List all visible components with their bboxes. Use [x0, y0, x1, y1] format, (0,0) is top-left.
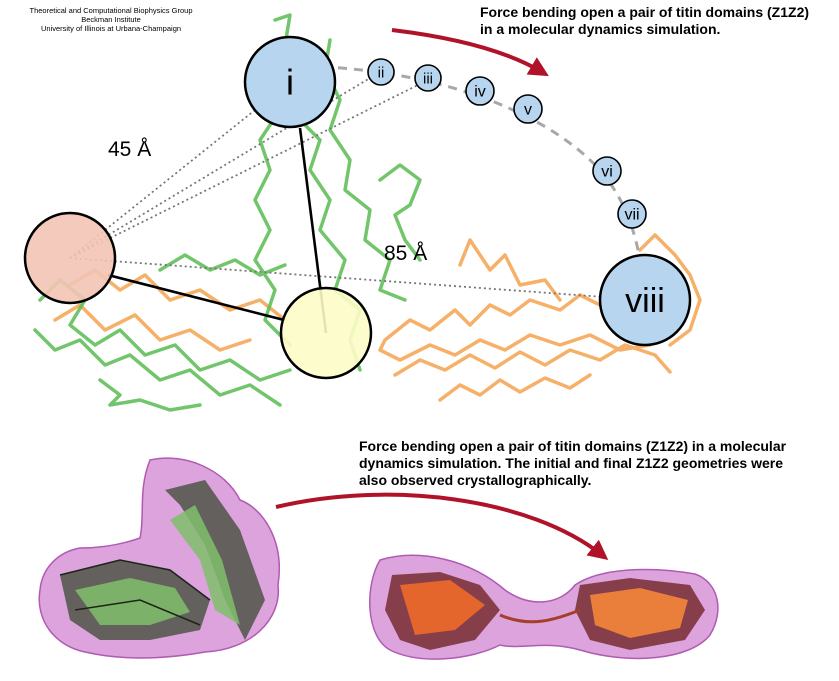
stage-circle-i [243, 35, 337, 129]
hinge-circle [279, 286, 373, 380]
stage-marker-vii: vii [617, 199, 647, 229]
stage-marker-iv: iv [465, 76, 495, 106]
stage-label-vi: vi [601, 164, 613, 181]
stage-label-v: v [524, 102, 532, 119]
credits: Theoretical and Computational Biophysics… [6, 6, 216, 33]
anchor-circle [23, 211, 117, 305]
credit-university: University of Illinois at Urbana-Champai… [40, 24, 182, 33]
stage-marker-ii: ii [367, 58, 395, 86]
stage-marker-viii: viii [598, 253, 692, 347]
stage-circle-v [513, 94, 543, 124]
stage-marker-vi: vi [592, 156, 622, 186]
credit-institute: Beckman Institute [81, 15, 141, 24]
stage-label-iii: iii [423, 70, 433, 87]
top-red-arrow [391, 28, 549, 77]
stage-marker-iii: iii [414, 64, 442, 92]
top-caption: Force bending open a pair of titin domai… [480, 4, 810, 37]
stage-label-viii: viii [625, 282, 665, 320]
stage-circle-iv [465, 76, 495, 106]
stage-circle-ii [367, 58, 395, 86]
stage-circle-viii [598, 253, 692, 347]
credit-group: Theoretical and Computational Biophysics… [29, 6, 193, 15]
stage-circle-vi [592, 156, 622, 186]
stage-label-ii: ii [378, 64, 385, 81]
stage-marker-i: i [243, 35, 337, 129]
distance-initial: 45 Å [108, 138, 151, 161]
stage-marker-v: v [513, 94, 543, 124]
stage-label-iv: iv [474, 84, 486, 101]
bottom-red-arrow [275, 492, 609, 560]
initial-structure-render [38, 457, 280, 659]
stage-label-i: i [286, 62, 294, 103]
stage-circle-vii [617, 199, 647, 229]
stage-circle-iii [414, 64, 442, 92]
stage-label-vii: vii [624, 207, 639, 224]
distance-guide-lines [69, 71, 646, 301]
distance-final: 85 Å [384, 242, 427, 265]
bottom-caption: Force bending open a pair of titin domai… [359, 438, 787, 488]
final-structure-render [369, 554, 719, 660]
